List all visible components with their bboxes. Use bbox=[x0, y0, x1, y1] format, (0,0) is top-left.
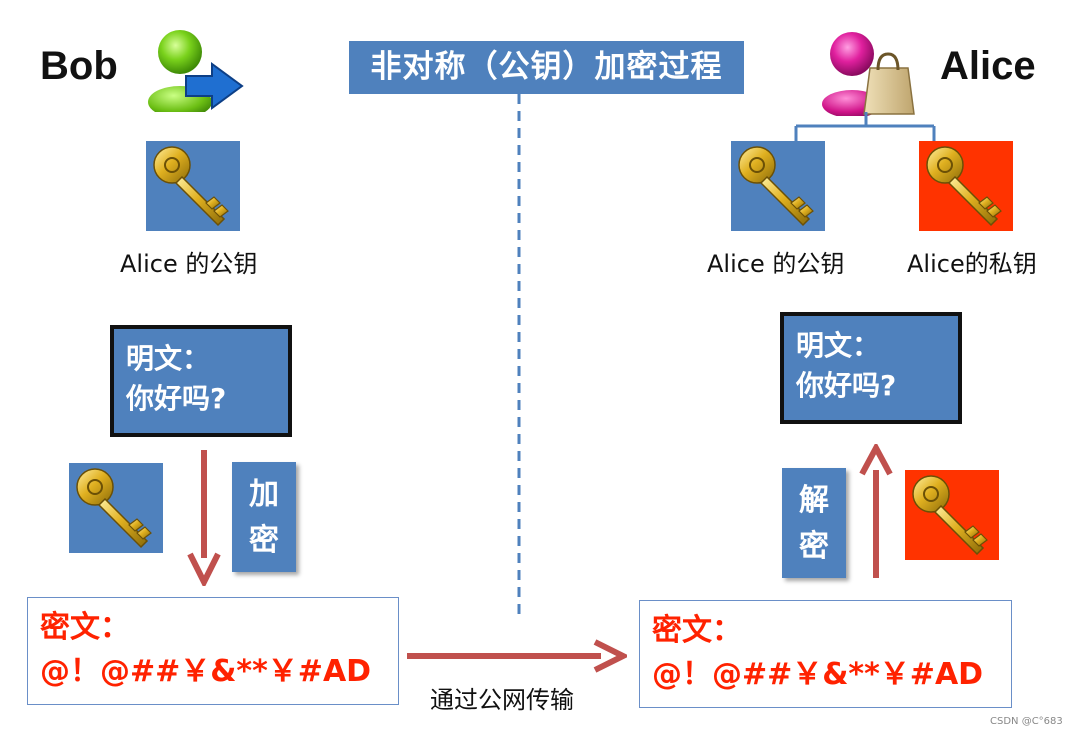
pink-user-icon bbox=[822, 32, 915, 116]
alice-decrypt-key bbox=[905, 470, 999, 560]
decrypt-label: 解密 bbox=[782, 468, 846, 578]
alice-private-key bbox=[919, 141, 1013, 231]
plaintext-value: 你好吗? bbox=[126, 382, 227, 415]
ciphertext-label: 密文： bbox=[652, 613, 742, 648]
golden-key-icon bbox=[76, 468, 152, 548]
golden-key-icon bbox=[153, 146, 229, 226]
decrypt-label-text: 解密 bbox=[799, 483, 829, 564]
alice-name: Alice bbox=[940, 44, 1036, 88]
encrypt-arrow bbox=[187, 450, 221, 586]
transfer-arrow bbox=[407, 639, 627, 673]
ciphertext-value: @！@##￥&**￥#AD bbox=[40, 654, 372, 689]
watermark: CSDN @C°683 bbox=[990, 716, 1063, 727]
alice-plaintext-box: 明文： 你好吗? bbox=[780, 312, 962, 424]
page-title: 非对称（公钥）加密过程 bbox=[349, 41, 744, 94]
bob-ciphertext-box: 密文： @！@##￥&**￥#AD bbox=[27, 597, 399, 705]
golden-key-icon bbox=[926, 146, 1002, 226]
plaintext-label: 明文： bbox=[126, 342, 211, 375]
key-tree-connector bbox=[794, 112, 936, 144]
network-label: 通过公网传输 bbox=[430, 686, 574, 714]
green-user-icon bbox=[148, 30, 244, 112]
plaintext-label: 明文： bbox=[796, 329, 881, 362]
alice-public-key-caption: Alice 的公钥 bbox=[707, 250, 845, 278]
center-divider bbox=[517, 94, 521, 616]
golden-key-icon bbox=[738, 146, 814, 226]
bob-plaintext-box: 明文： 你好吗? bbox=[110, 325, 292, 437]
decrypt-arrow bbox=[859, 444, 893, 578]
alice-ciphertext-box: 密文： @！@##￥&**￥#AD bbox=[639, 600, 1012, 708]
bob-key-caption: Alice 的公钥 bbox=[120, 250, 258, 278]
alice-public-key bbox=[731, 141, 825, 231]
ciphertext-label: 密文： bbox=[40, 610, 130, 645]
bob-encrypt-key bbox=[69, 463, 163, 553]
bob-alice-public-key bbox=[146, 141, 240, 231]
encrypt-label: 加密 bbox=[232, 462, 296, 572]
encrypt-label-text: 加密 bbox=[249, 477, 279, 558]
ciphertext-value: @！@##￥&**￥#AD bbox=[652, 657, 984, 692]
plaintext-value: 你好吗? bbox=[796, 369, 897, 402]
golden-key-icon bbox=[912, 475, 988, 555]
bob-name: Bob bbox=[40, 44, 118, 88]
alice-private-key-caption: Alice的私钥 bbox=[907, 250, 1037, 278]
